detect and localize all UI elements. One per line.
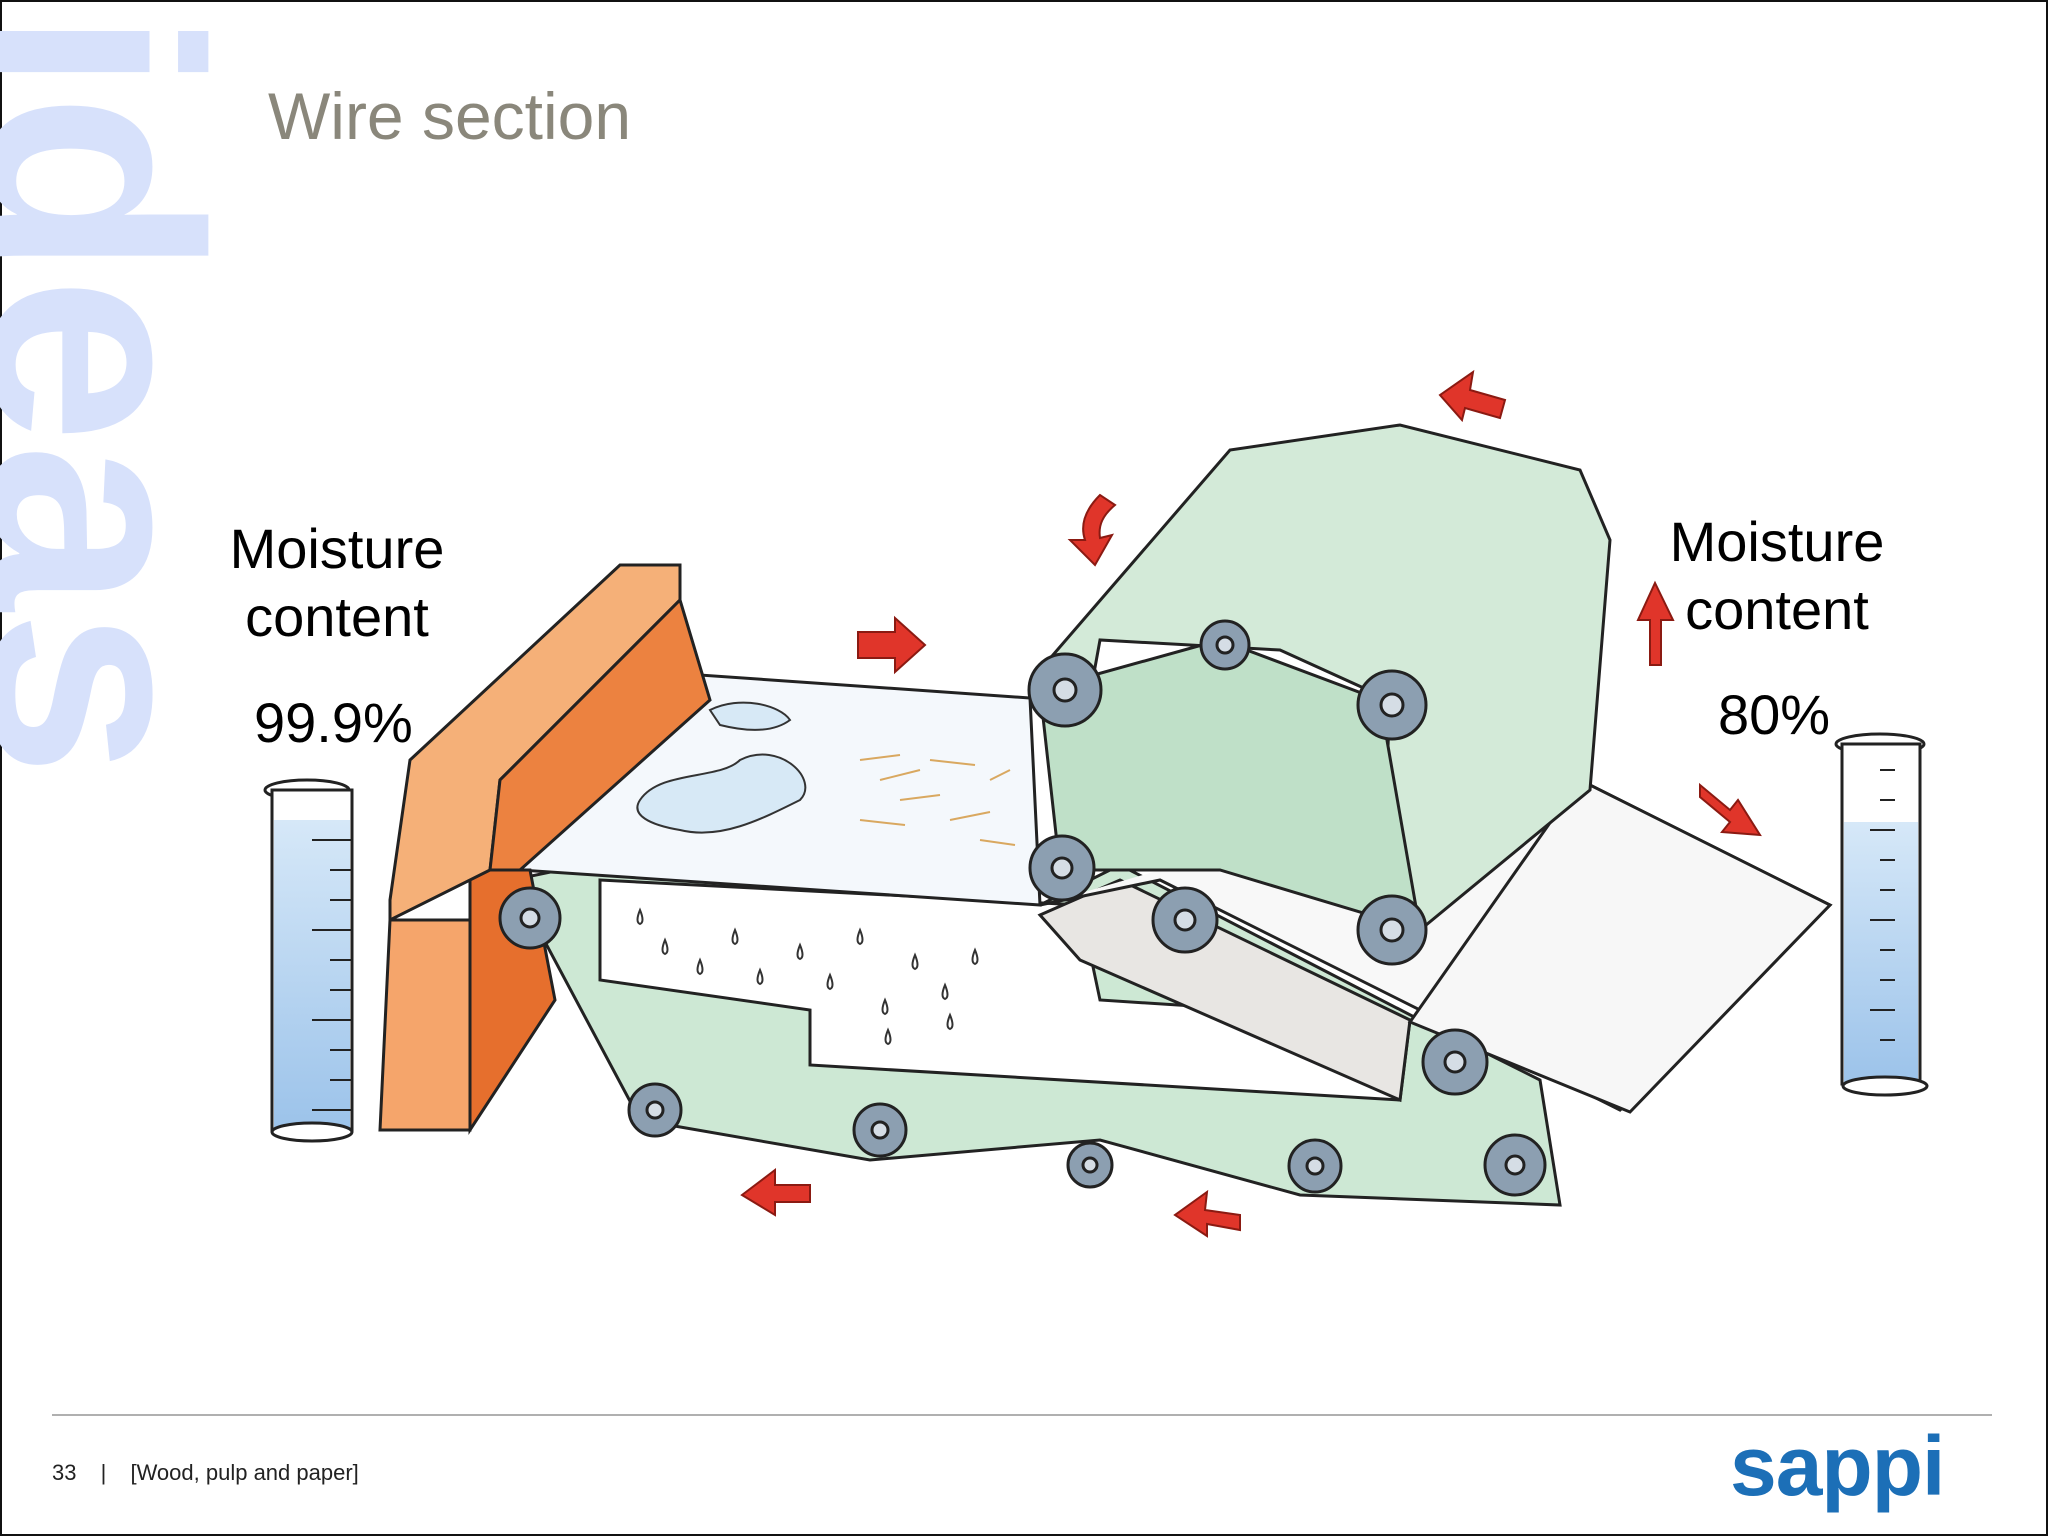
- slide-title: Wire section: [268, 79, 632, 153]
- page-number: 33: [52, 1460, 77, 1485]
- sappi-logo: sappi: [1730, 1419, 1945, 1513]
- felt-loop-icon: [1038, 423, 1612, 933]
- moisture-value-right: 80%: [1718, 683, 1831, 746]
- moisture-value-left: 99.9%: [254, 691, 413, 754]
- measuring-cylinder-left-icon: [263, 778, 354, 1143]
- footer-section-title: [Wood, pulp and paper]: [130, 1460, 359, 1485]
- moisture-label-right: Moisture content: [1669, 510, 1885, 641]
- arrow-icon: [740, 369, 1762, 1238]
- footer: 33 | [Wood, pulp and paper]: [52, 1460, 359, 1486]
- footer-divider: [52, 1414, 1992, 1416]
- moisture-label-left: Moisture content: [229, 517, 445, 648]
- footer-separator: |: [100, 1460, 107, 1485]
- headbox-icon: [378, 563, 712, 1136]
- wire-loop-icon: [509, 863, 1562, 1207]
- measuring-cylinder-right-icon: [1834, 732, 1929, 1097]
- water-drop-icon: [636, 907, 979, 1046]
- roll-icon: [498, 619, 1547, 1197]
